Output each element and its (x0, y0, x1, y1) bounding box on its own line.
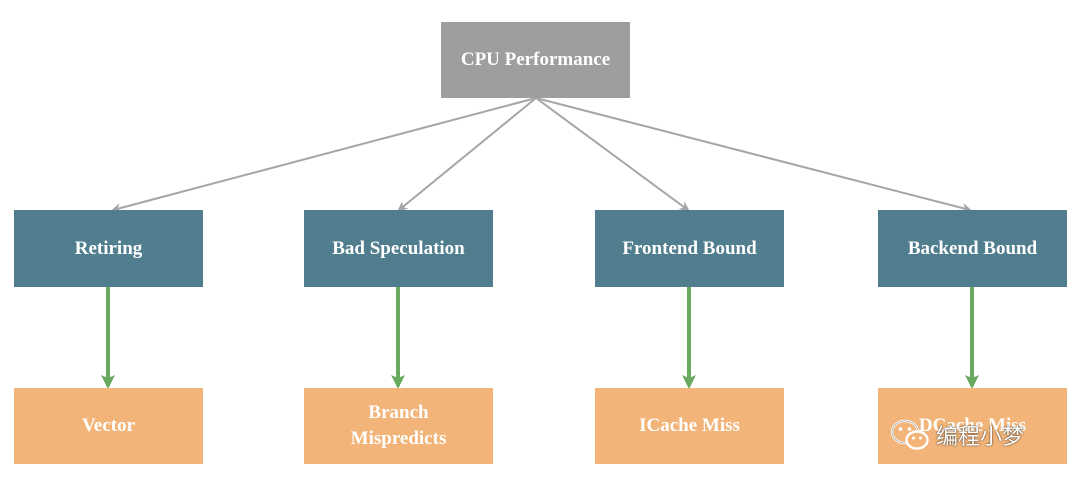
edge-root-bad-speculation (397, 97, 537, 212)
category-node-frontend-bound: Frontend Bound (595, 210, 784, 287)
edge-root-retiring (111, 97, 537, 213)
leaf-node-branch-mispredicts: Branch Mispredicts (304, 388, 493, 464)
category-node-bad-speculation: Bad Speculation (304, 210, 493, 287)
root-node-cpu-performance: CPU Performance (441, 22, 630, 98)
category-node-backend-bound: Backend Bound (878, 210, 1067, 287)
edge-root-frontend-bound (535, 97, 690, 212)
leaf-node-vector: Vector (14, 388, 203, 464)
category-node-retiring: Retiring (14, 210, 203, 287)
edge-root-backend-bound (535, 97, 972, 213)
leaf-node-icache-miss: ICache Miss (595, 388, 784, 464)
leaf-node-dcache-miss: DCache Miss (878, 388, 1067, 464)
